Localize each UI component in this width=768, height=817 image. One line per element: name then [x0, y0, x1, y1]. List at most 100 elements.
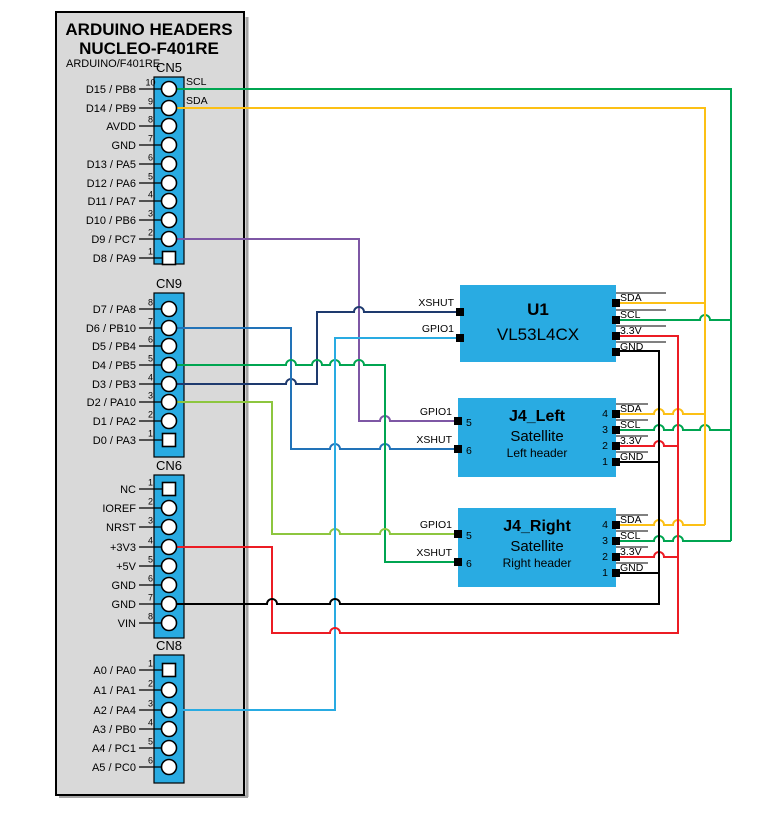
pin-number: 1 [148, 659, 153, 669]
u1-ref: U1 [527, 300, 549, 319]
wire-d4-xshut-j4right [170, 359, 458, 563]
wire-d3-xshut-u1 [170, 306, 460, 385]
panel-shadow-right [245, 17, 249, 797]
pin-number: 8 [148, 612, 153, 622]
j4-left-scl-label: SCL [620, 419, 641, 431]
pin-label: D6 / PB10 [86, 323, 136, 335]
j4-left-pin1-number: 1 [602, 456, 608, 468]
j4-left-subtitle: Left header [507, 446, 568, 460]
cn5-pin1-square [161, 250, 177, 266]
pin-number: 3 [148, 516, 153, 526]
pin-label: IOREF [102, 503, 136, 515]
pin-number: 2 [148, 679, 153, 689]
cn5-name: CN5 [156, 60, 182, 75]
pin-label: D5 / PB4 [92, 341, 136, 353]
panel-body [55, 11, 245, 796]
pin-label: D7 / PA8 [93, 304, 136, 316]
pin-label: A0 / PA0 [93, 665, 136, 677]
pin-label: +5V [116, 561, 137, 573]
j4-left-ref: J4_Left [509, 408, 566, 425]
j4-left-3v3-label: 3.3V [620, 435, 642, 447]
j4-right-gpio1-label: GPIO1 [420, 519, 452, 531]
wire-d9-gpio1-j4left [170, 238, 458, 422]
pin-number: 4 [148, 718, 153, 728]
pin-number: 2 [148, 228, 153, 238]
pin-number: 10 [145, 78, 155, 88]
cn9-block [153, 292, 185, 458]
pin-number: 6 [148, 153, 153, 163]
cn5-signal-scl: SCL [186, 76, 207, 88]
j4-right-pin5-number: 5 [466, 530, 472, 542]
pin-number: 3 [148, 391, 153, 401]
pin-label: NRST [106, 522, 136, 534]
cn6-name: CN6 [156, 458, 182, 473]
wires [170, 88, 732, 711]
pin-label: +3V3 [110, 542, 136, 554]
j4-left-pin3-number: 3 [602, 424, 608, 436]
pin-number: 5 [148, 172, 153, 182]
pin-label: A1 / PA1 [93, 685, 136, 697]
pin-label: GND [112, 580, 137, 592]
pin-number: 6 [148, 335, 153, 345]
connector-pins [160, 80, 178, 776]
wire-d6-xshut-j4left [170, 327, 458, 450]
j4-left-block [458, 398, 616, 477]
pin-number: 7 [148, 317, 153, 327]
wire-scl-main [170, 88, 732, 541]
pin-label: AVDD [106, 121, 136, 133]
cn8-pin1-square [161, 662, 177, 678]
wire-sda-j4left [616, 408, 705, 415]
j4-right-ref: J4_Right [503, 518, 571, 535]
pin-label: GND [112, 140, 137, 152]
j4-right-3v3-label: 3.3V [620, 546, 642, 558]
pin-label: D11 / PA7 [87, 196, 136, 208]
pin-label: NC [120, 484, 136, 496]
pin-label: D0 / PA3 [93, 435, 136, 447]
wire-3v3-main [170, 335, 679, 634]
wire-scl-j4right [616, 535, 731, 542]
u1-block [460, 285, 616, 362]
pin-number: 1 [148, 429, 153, 439]
cn5-signal-sda: SDA [186, 95, 208, 107]
cn9-pin1-square [161, 432, 177, 448]
cn6-block [153, 474, 185, 639]
pin-number: 3 [148, 209, 153, 219]
pin-number: 7 [148, 593, 153, 603]
wire-d2-gpio1-j4right [170, 401, 458, 535]
nucleo-panel: ARDUINO HEADERS NUCLEO-F401RE ARDUINO/F4… [55, 11, 249, 798]
pin-label: D15 / PB8 [86, 84, 136, 96]
j4-left-pin2-number: 2 [602, 440, 608, 452]
panel-shadow-bottom [59, 795, 248, 798]
pin-number: 3 [148, 699, 153, 709]
pin-label: D8 / PA9 [93, 253, 136, 265]
pin-number: 8 [148, 298, 153, 308]
panel-subtitle: ARDUINO/F401RE [66, 58, 160, 70]
pin-label: D3 / PB3 [92, 379, 136, 391]
cn8-name: CN8 [156, 638, 182, 653]
pin-number: 4 [148, 373, 153, 383]
cn6-pin1-square [161, 481, 177, 497]
pin-number: 6 [148, 756, 153, 766]
wire-sda-j4right [616, 519, 705, 526]
j4-left-pin6-number: 6 [466, 445, 472, 457]
pin-label: A4 / PC1 [92, 743, 136, 755]
pin-label: A3 / PB0 [93, 724, 136, 736]
pin-number: 1 [148, 247, 153, 257]
j4-right-pin3-number: 3 [602, 535, 608, 547]
pin-label: VIN [118, 618, 136, 630]
pin-number: 5 [148, 555, 153, 565]
j4-right-subtitle: Right header [503, 556, 572, 570]
module-j4-left: J4_Left Satellite Left header GPIO1 XSHU… [416, 398, 648, 477]
pin-number: 9 [148, 97, 153, 107]
u1-pin-sda-label: SDA [620, 292, 642, 304]
pin-label: D9 / PC7 [91, 234, 136, 246]
module-pin-squares [454, 299, 620, 577]
pin-label: A5 / PC0 [92, 762, 136, 774]
wire-sda-main [170, 107, 706, 525]
pin-number: 8 [148, 115, 153, 125]
u1-name: VL53L4CX [497, 325, 579, 344]
j4-left-pin4-number: 4 [602, 408, 608, 420]
